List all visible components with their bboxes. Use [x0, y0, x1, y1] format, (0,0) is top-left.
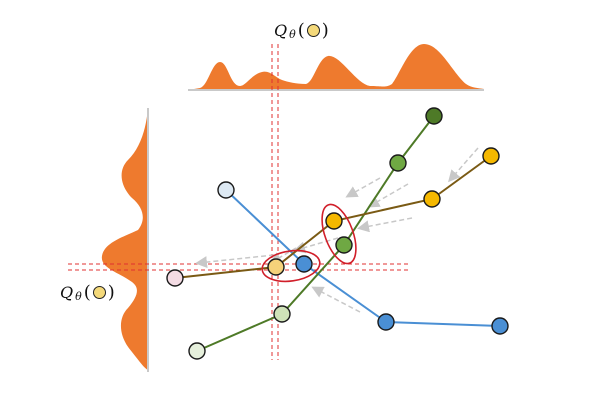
query-dot-icon: [306, 24, 320, 37]
left-query-subscript: θ: [75, 290, 82, 303]
top-density: [188, 44, 484, 91]
circle-node-icon: [423, 190, 441, 208]
circle-node-icon: [267, 258, 285, 276]
highlight-ellipses: [261, 203, 357, 283]
orange-series-nodes: [166, 147, 500, 287]
green-series-nodes: [188, 107, 443, 360]
circle-node-icon: [166, 269, 184, 287]
top-query-subscript: θ: [289, 28, 296, 41]
query-dot-icon: [92, 286, 106, 299]
dashed-arrow-icon: [357, 217, 413, 233]
left-query-symbol: Q: [60, 283, 74, 302]
highlight-ellipse-center: [261, 249, 321, 283]
left-query-close-paren: ): [107, 282, 115, 303]
top-density-curve-icon: [188, 44, 484, 90]
blue-series-nodes: [217, 181, 509, 335]
circle-node-icon: [273, 305, 291, 323]
circle-node-icon: [377, 313, 395, 331]
left-density-curve-icon: [101, 108, 148, 370]
dashed-arrow-icon: [448, 147, 479, 183]
circle-node-icon: [217, 181, 235, 199]
top-query-open-paren: (: [297, 20, 305, 41]
circle-node-icon: [295, 255, 313, 273]
dashed-arrow-icon: [367, 183, 409, 208]
circle-node-icon: [425, 107, 443, 125]
left-density: [101, 108, 149, 372]
crosshair-lines: [68, 44, 408, 360]
dashed-arrow-icon: [311, 286, 361, 313]
dashed-arrow-icon: [345, 177, 381, 198]
dashed-arrow-icon: [195, 254, 275, 269]
circle-node-icon: [389, 154, 407, 172]
circle-node-icon: [188, 342, 206, 360]
top-query-close-paren: ): [321, 20, 329, 41]
circle-node-icon: [325, 212, 343, 230]
blue-series-line: [225, 189, 501, 327]
circle-node-icon: [335, 236, 353, 254]
series-lines: [174, 115, 501, 352]
top-query-symbol: Q: [274, 21, 288, 40]
dashed-arrow-icon: [293, 237, 339, 254]
green-series-line: [196, 115, 435, 352]
highlight-ellipse-upper: [321, 203, 357, 265]
left-query-open-paren: (: [83, 282, 91, 303]
guide-arrows: [195, 147, 479, 313]
circle-node-icon: [491, 317, 509, 335]
circle-node-icon: [482, 147, 500, 165]
